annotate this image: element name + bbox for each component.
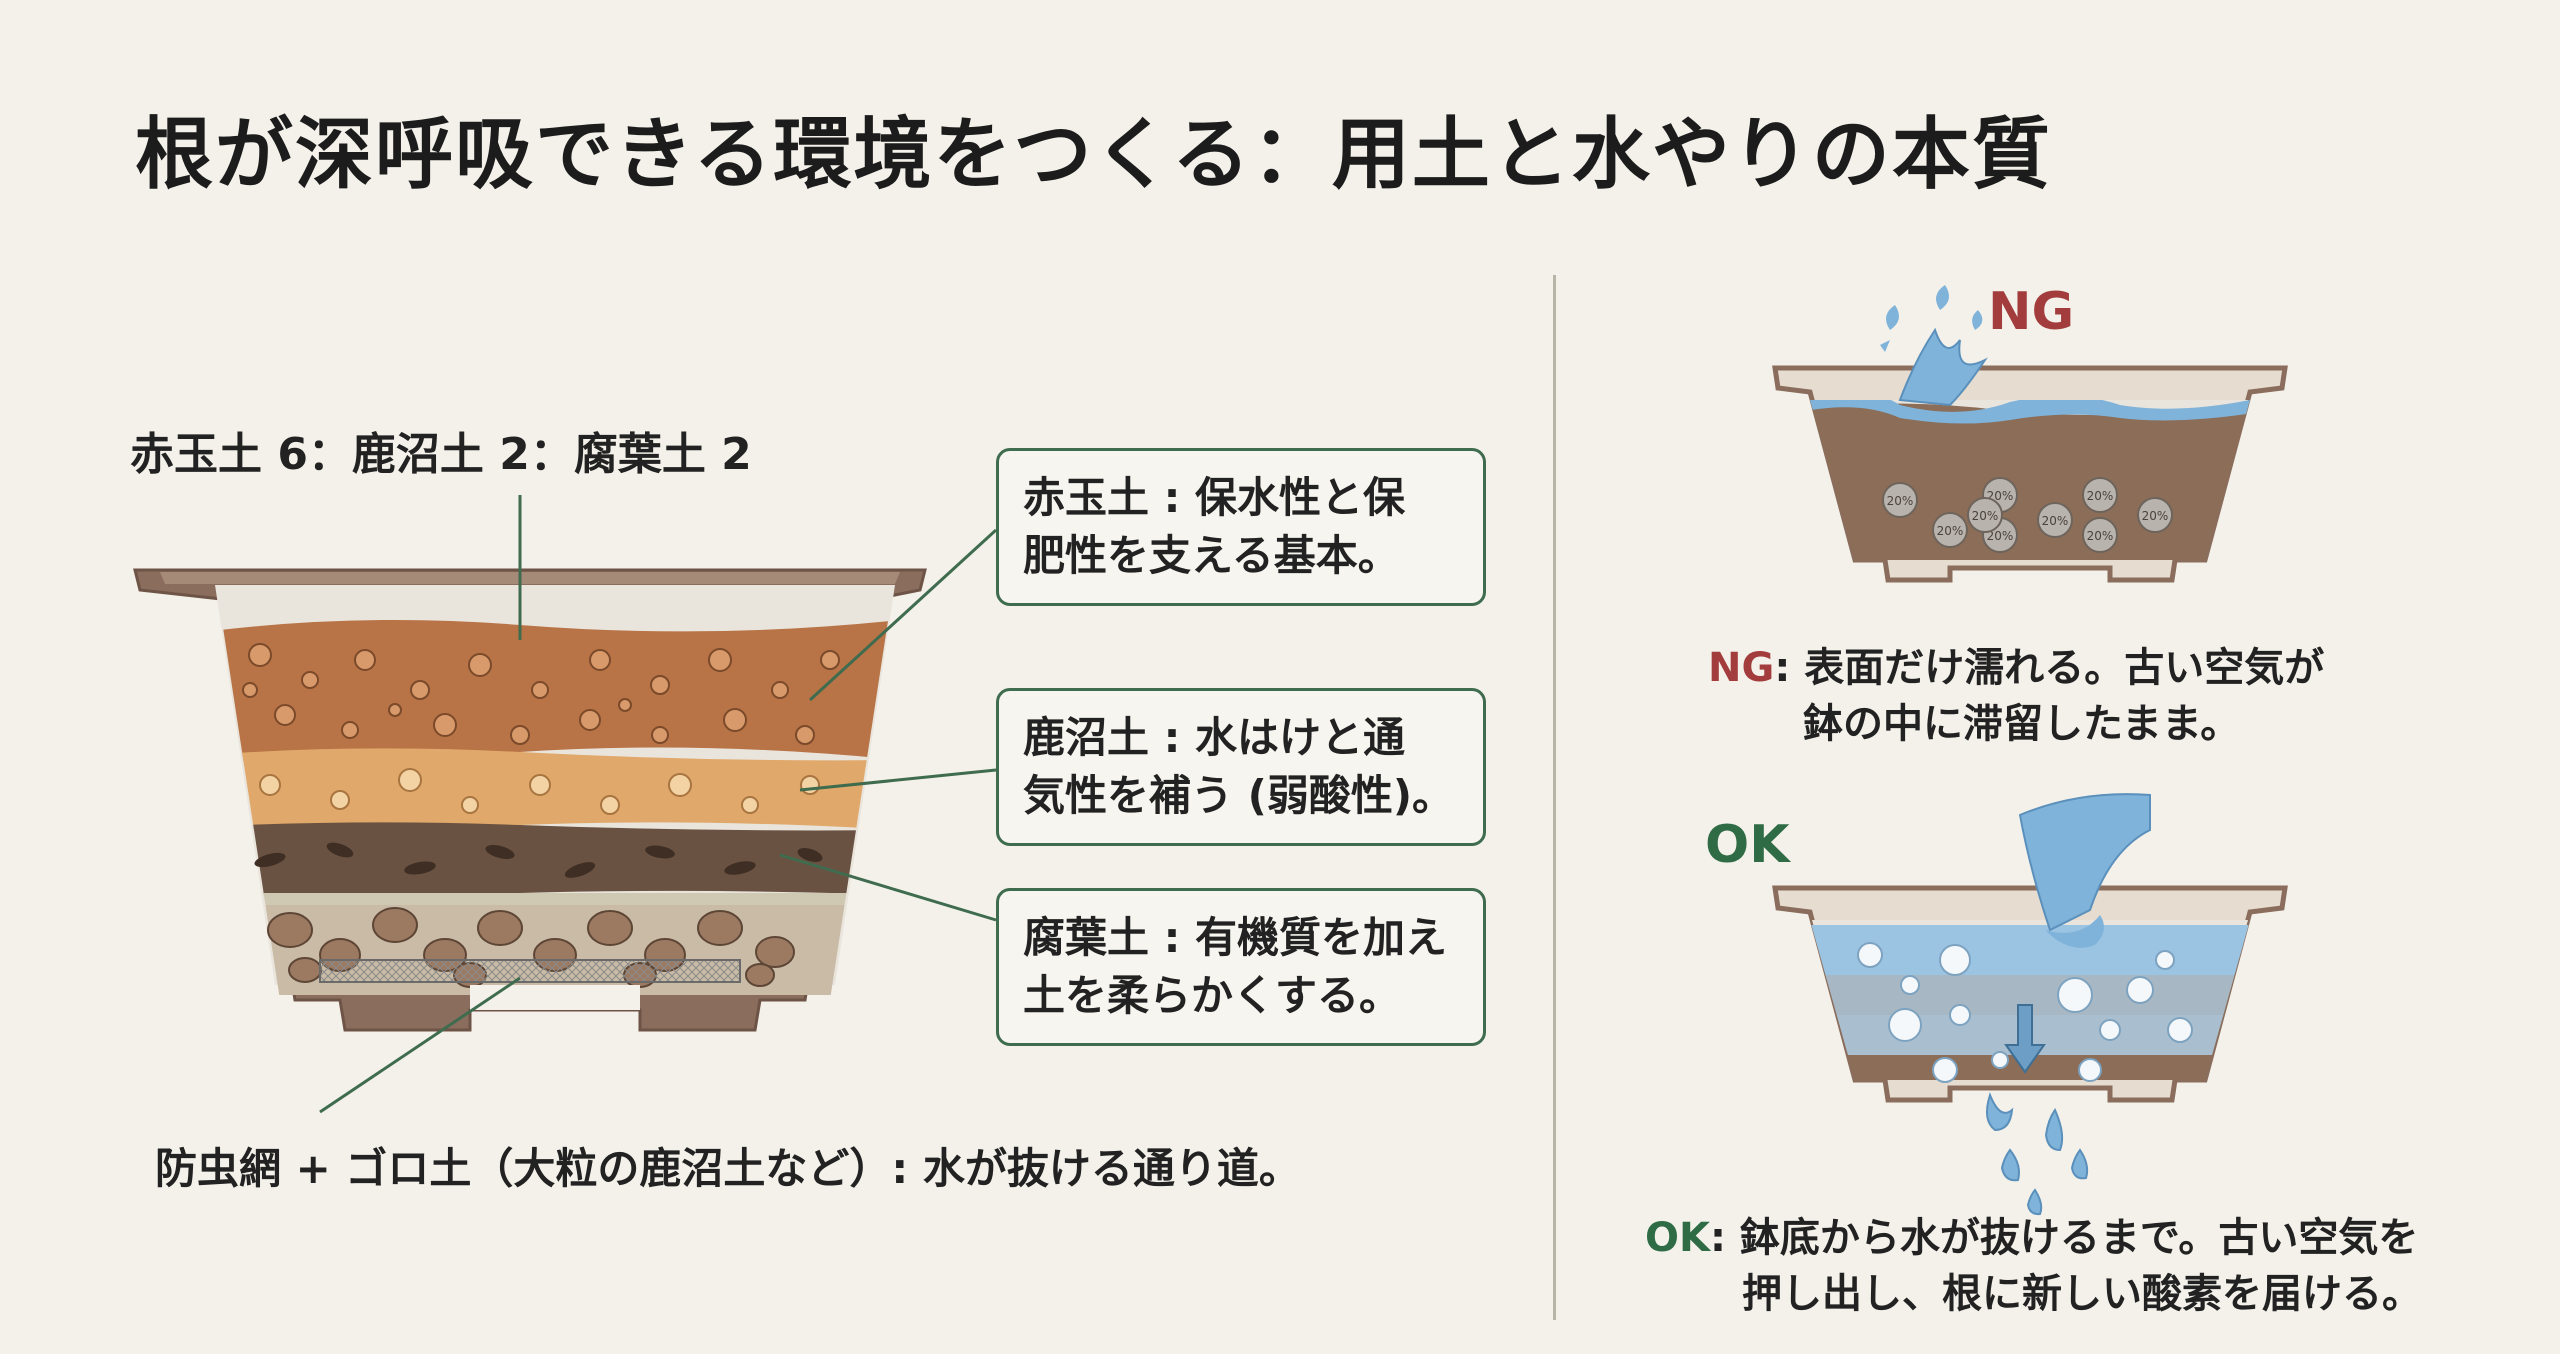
pouring-water xyxy=(2018,793,2151,932)
ng-surface-water xyxy=(1810,400,2250,424)
air-bubble-label: 20% xyxy=(1987,529,2014,543)
air-bubble xyxy=(2082,477,2118,513)
ok-heading: OK xyxy=(1705,815,1790,875)
mix-ratio-label: 赤玉土 6：鹿沼土 2：腐葉土 2 xyxy=(130,429,752,480)
air-bubble-label: 20% xyxy=(2087,529,2114,543)
down-arrow-icon xyxy=(2004,1004,2046,1074)
page-title: 根が深呼吸できる環境をつくる：用土と水やりの本質 xyxy=(135,109,2052,200)
air-bubble-label: 20% xyxy=(1887,494,1914,508)
ok-caption-line1: : 鉢底から水が抜けるまで。古い空気を xyxy=(1710,1215,2419,1261)
ng-pot-diagram: 20%20%20%20%20%20%20%20%20% xyxy=(1772,285,2288,583)
insect-mesh xyxy=(319,959,741,983)
ng-soil xyxy=(1810,403,2250,560)
ok-pot-diagram xyxy=(1772,793,2288,1216)
rising-bubbles xyxy=(1857,942,2193,1083)
ng-heading: NG xyxy=(1988,282,2075,342)
leader-lines xyxy=(319,495,998,1114)
air-bubble-label: 20% xyxy=(2042,514,2069,528)
air-bubble xyxy=(1932,512,1968,548)
air-bubble xyxy=(2137,497,2173,533)
air-bubble xyxy=(1882,482,1918,518)
trapped-air-bubbles: 20%20%20%20%20%20%20%20%20% xyxy=(1882,477,2173,553)
air-bubble-label: 20% xyxy=(2087,489,2114,503)
callout-fuyodo-line2: 土を柔らかくする。 xyxy=(1023,971,1402,1020)
air-bubble-label: 20% xyxy=(2142,509,2169,523)
ng-caption-line2: 鉢の中に滞留したまま。 xyxy=(1803,701,2241,747)
ng-tag: NG xyxy=(1708,645,1775,691)
air-bubble-label: 20% xyxy=(1972,509,1999,523)
callout-akadama-line1: 赤玉土 : 保水性と保 xyxy=(1023,473,1406,522)
soil-pot-diagram xyxy=(133,568,927,1032)
fuyodo-layer xyxy=(215,822,895,897)
ok-tag: OK xyxy=(1645,1215,1710,1261)
callout-kanuma-line2: 気性を補う (弱酸性)。 xyxy=(1023,771,1455,820)
callout-fuyodo-line1: 腐葉土 : 有機質を加え xyxy=(1023,913,1448,962)
ok-caption: OK: 鉢底から水が抜けるまで。古い空気を 押し出し、根に新しい酸素を届ける。 xyxy=(1645,1210,2422,1322)
air-bubble xyxy=(1967,497,2003,533)
air-bubble xyxy=(2037,502,2073,538)
air-bubble-label: 20% xyxy=(1937,524,1964,538)
drain-drips xyxy=(1985,1092,2089,1216)
callout-kanuma-line1: 鹿沼土 : 水はけと通 xyxy=(1023,713,1406,762)
air-bubble xyxy=(2082,517,2118,553)
callout-akadama: 赤玉土 : 保水性と保 肥性を支える基本。 xyxy=(996,448,1486,606)
callout-kanuma: 鹿沼土 : 水はけと通 気性を補う (弱酸性)。 xyxy=(996,688,1486,846)
callout-fuyodo: 腐葉土 : 有機質を加え 土を柔らかくする。 xyxy=(996,888,1486,1046)
drainage-layer-label: 防虫網 + ゴロ土（大粒の鹿沼土など）: 水が抜ける通り道。 xyxy=(155,1144,1301,1193)
ok-caption-line2: 押し出し、根に新しい酸素を届ける。 xyxy=(1742,1271,2422,1317)
ng-caption: NG: 表面だけ濡れる。古い空気が 鉢の中に滞留したまま。 xyxy=(1708,640,2324,752)
callout-akadama-line2: 肥性を支える基本。 xyxy=(1023,531,1400,580)
kanuma-layer xyxy=(215,748,895,831)
section-divider xyxy=(1553,275,1556,1320)
ng-caption-line1: : 表面だけ濡れる。古い空気が xyxy=(1774,645,2325,691)
